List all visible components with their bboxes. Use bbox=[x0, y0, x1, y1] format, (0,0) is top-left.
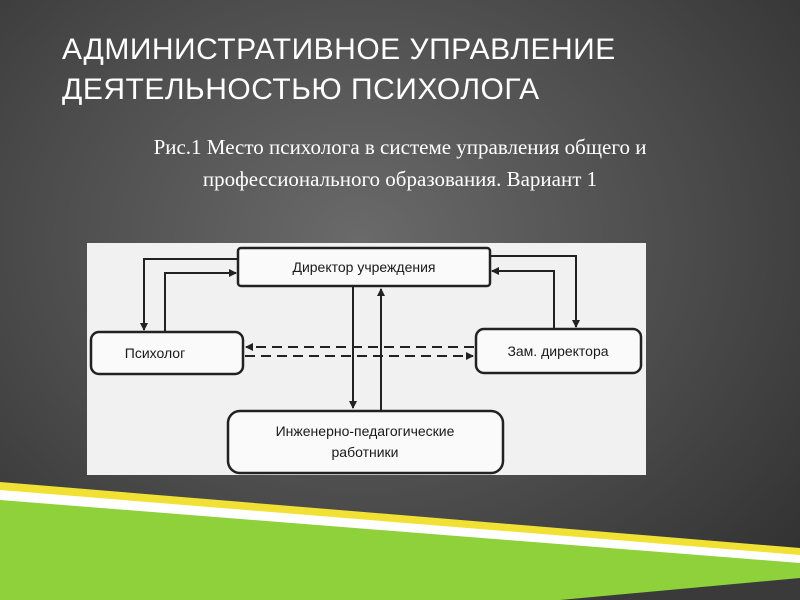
director-label: Директор учреждения bbox=[292, 259, 435, 275]
arrow-director-to-deputy-outer bbox=[490, 255, 580, 328]
org-diagram-svg: Директор учреждения Психолог Зам. директ… bbox=[89, 246, 643, 475]
director-box bbox=[236, 246, 492, 288]
slide-title-line-2: ДЕЯТЕЛЬНОСТЬЮ ПСИХОЛОГА bbox=[62, 73, 540, 106]
slide-title-line-1: АДМИНИСТРАТИВНОЕ УПРАВЛЕНИЕ bbox=[62, 33, 616, 66]
deputy-box bbox=[474, 327, 643, 375]
psychologist-box bbox=[89, 330, 245, 376]
deputy-label: Зам. директора bbox=[507, 343, 608, 359]
caption-line-2: профессионального образования. Вариант 1 bbox=[202, 167, 598, 191]
arrow-director-to-psychologist-outer bbox=[140, 258, 238, 331]
figure-caption: Рис.1 Место психолога в системе управлен… bbox=[60, 131, 740, 195]
slide-title: АДМИНИСТРАТИВНОЕ УПРАВЛЕНИЕ ДЕЯТЕЛЬНОСТЬ… bbox=[62, 30, 762, 110]
green-band bbox=[0, 500, 800, 600]
engineers-label-line-1: Инженерно-педагогические bbox=[276, 423, 455, 439]
org-diagram: Директор учреждения Психолог Зам. директ… bbox=[87, 243, 646, 475]
engineers-box bbox=[226, 409, 505, 475]
caption-line-1: Рис.1 Место психолога в системе управлен… bbox=[153, 135, 647, 159]
engineers-label-line-2: работники bbox=[332, 444, 399, 460]
arrow-deputy-to-director-inner bbox=[491, 267, 555, 329]
psychologist-label: Психолог bbox=[125, 345, 185, 361]
arrow-psychologist-to-director-inner bbox=[164, 269, 237, 332]
dark-corner bbox=[560, 578, 800, 600]
